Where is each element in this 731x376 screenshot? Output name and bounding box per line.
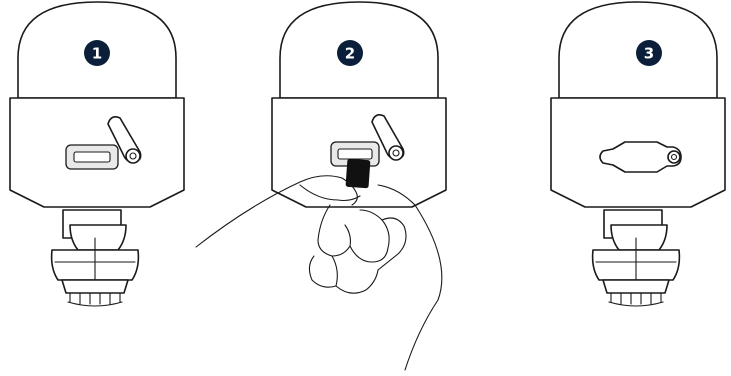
camera-body-1 <box>9 1 185 208</box>
camera-mount-3 <box>591 209 681 307</box>
step-badge-2 <box>337 40 363 66</box>
slot-cover-open-icon <box>371 114 405 161</box>
step-badge-3 <box>636 40 662 66</box>
sd-card-icon <box>345 158 371 189</box>
step-badge-1 <box>84 40 110 66</box>
port-cover-closed-icon <box>599 141 682 173</box>
step-number-2: 2 <box>345 45 355 63</box>
step-number-3: 3 <box>644 45 654 63</box>
usb-slot-icon <box>65 144 119 170</box>
camera-body-3 <box>550 1 726 208</box>
step-1-camera: 1 <box>9 1 185 307</box>
slot-cover-open-icon <box>107 116 142 164</box>
step-number-1: 1 <box>92 45 102 63</box>
step-3-camera: 3 <box>550 1 726 307</box>
camera-mount-1 <box>50 209 140 307</box>
hand-inserting-card-icon <box>195 158 443 371</box>
